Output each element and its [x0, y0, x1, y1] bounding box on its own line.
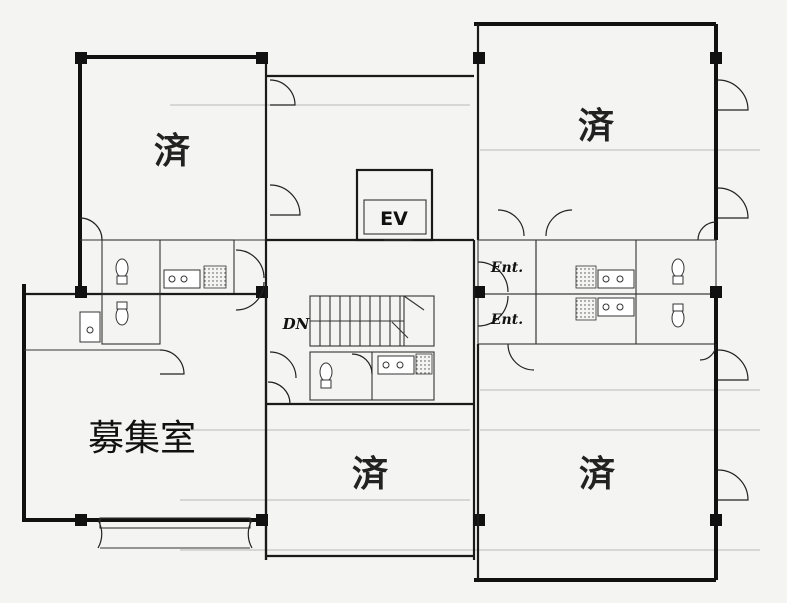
wet-area-vacant: [79, 249, 265, 345]
wet-area-top-left: [101, 239, 235, 295]
unit-label-bottom-right: 済: [579, 453, 615, 495]
stair-core: [264, 240, 476, 560]
stair-treads: [310, 295, 425, 346]
entrance-label-upper: Ent.: [490, 260, 523, 276]
unit-label-top-left: 済: [154, 130, 190, 172]
unit-label-top-right: 済: [578, 105, 614, 147]
stairs-down-label: DN: [282, 315, 311, 333]
entrance-label-lower: Ent.: [490, 312, 523, 328]
wet-area-right: [535, 239, 722, 345]
unit-label-bottom-center: 済: [352, 453, 388, 495]
elevator-label: EV: [380, 208, 408, 230]
unit-label-vacant: 募集室: [88, 418, 196, 459]
core-top: [266, 74, 474, 242]
unit-bottom-center: [256, 344, 485, 560]
unit-bottom-right: [474, 294, 749, 582]
background-lines: [170, 104, 760, 551]
